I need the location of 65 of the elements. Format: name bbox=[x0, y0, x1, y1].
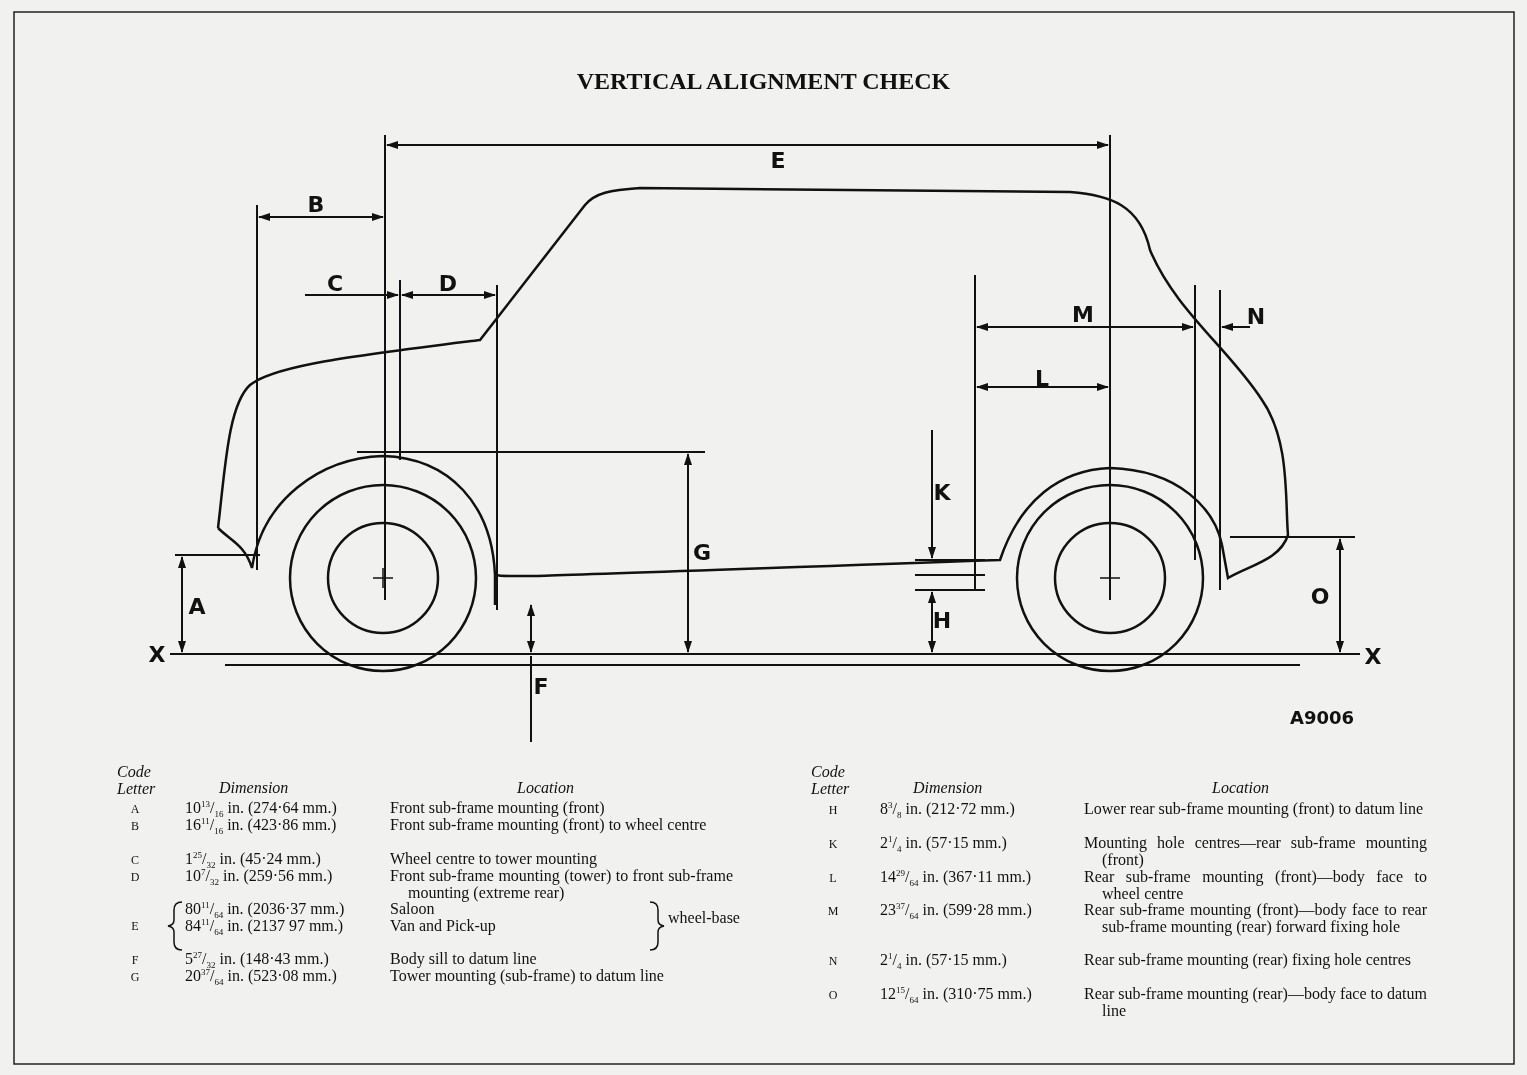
code-letter: C bbox=[131, 852, 139, 869]
location-text: Rear sub-frame mounting (front)—body face to wheel centre bbox=[1084, 868, 1427, 902]
dimension-label: X bbox=[1364, 647, 1382, 665]
dimension-value: 16$^{11}$/$_{16}$ in. (423·86 mm.) bbox=[185, 816, 337, 833]
location-text: Rear sub-frame mounting (rear)—body face to datum line bbox=[1084, 985, 1427, 1019]
dimension-label: D bbox=[438, 274, 458, 292]
location-text: Body sill to datum line bbox=[390, 950, 538, 967]
code-letter: D bbox=[130, 869, 140, 886]
dimension-label: C bbox=[326, 274, 344, 292]
code-letter: A bbox=[130, 801, 140, 818]
dimension-label: M bbox=[1072, 305, 1094, 323]
dimension-label: K bbox=[933, 483, 951, 501]
column-heading: Dimension bbox=[219, 779, 289, 796]
dimension-label: G bbox=[692, 543, 712, 561]
code-letter: N bbox=[828, 953, 838, 970]
code-letter: O bbox=[828, 987, 838, 1004]
dimension-value: 20$^{37}$/$_{64}$ in. (523·08 mm.) bbox=[185, 967, 337, 984]
dimension-value: 8$^{3}$/$_{8}$ in. (212·72 mm.) bbox=[880, 800, 1015, 817]
code-letter: G bbox=[130, 969, 140, 986]
dimension-value: 2$^{1}$/$_{4}$ in. (57·15 mm.) bbox=[880, 834, 1007, 851]
dimension-value: 10$^{13}$/$_{16}$ in. (274·64 mm.) bbox=[185, 799, 337, 816]
column-heading: Code Letter bbox=[811, 763, 851, 797]
dimension-value: 10$^{7}$/$_{32}$ in. (259·56 mm.) bbox=[185, 867, 333, 884]
location-text: Rear sub-frame mounting (front)—body face to rear sub-frame mounting (rear) forward fixing hole bbox=[1084, 901, 1427, 935]
dimension-label: N bbox=[1246, 307, 1266, 325]
code-letter: B bbox=[131, 818, 139, 835]
code-letter: E bbox=[131, 918, 139, 935]
code-letter: K bbox=[828, 836, 838, 853]
location-text: Van and Pick-up bbox=[390, 917, 497, 934]
column-heading: Location bbox=[517, 779, 574, 796]
title: VERTICAL ALIGNMENT CHECK bbox=[575, 68, 952, 95]
dimension-value: 5$^{27}$/$_{32}$ in. (148·43 mm.) bbox=[185, 950, 329, 967]
dimension-value: 1$^{25}$/$_{32}$ in. (45·24 mm.) bbox=[185, 850, 321, 867]
location-text: Front sub-frame mounting (front) to wheel centre bbox=[390, 816, 708, 833]
location-text: Saloon bbox=[390, 900, 435, 917]
dimension-value: 2$^{1}$/$_{4}$ in. (57·15 mm.) bbox=[880, 951, 1007, 968]
dimension-value: 84$^{11}$/$_{64}$ in. (2137 97 mm.) bbox=[185, 917, 344, 934]
dimension-value: 23$^{37}$/$_{64}$ in. (599·28 mm.) bbox=[880, 901, 1032, 918]
dimension-label: E bbox=[770, 151, 786, 169]
dimension-label: X bbox=[148, 645, 166, 663]
dimension-label: O bbox=[1310, 587, 1330, 605]
code-letter: L bbox=[829, 870, 837, 887]
column-heading: Dimension bbox=[913, 779, 983, 796]
code-letter: M bbox=[827, 903, 839, 920]
column-heading: Location bbox=[1212, 779, 1269, 796]
location-text: Wheel centre to tower mounting bbox=[390, 850, 599, 867]
dimension-value: 80$^{11}$/$_{64}$ in. (2036·37 mm.) bbox=[185, 900, 345, 917]
dimension-label: L bbox=[1035, 369, 1049, 387]
dimension-label: F bbox=[533, 677, 549, 695]
dimension-label: H bbox=[932, 611, 952, 629]
location-text: Tower mounting (sub-frame) to datum line bbox=[390, 967, 665, 984]
location-text: wheel-base bbox=[668, 909, 741, 926]
code-letter: H bbox=[828, 802, 838, 819]
code-letter: F bbox=[131, 952, 139, 969]
dimension-value: 12$^{15}$/$_{64}$ in. (310·75 mm.) bbox=[880, 985, 1032, 1002]
figure-number: A9006 bbox=[1290, 709, 1355, 726]
location-text: Rear sub-frame mounting (rear) fixing hole centres bbox=[1084, 951, 1412, 968]
dimension-label: B bbox=[307, 195, 325, 213]
location-text: Front sub-frame mounting (tower) to front sub-frame mounting (extreme rear) bbox=[390, 867, 733, 901]
column-heading: Code Letter bbox=[117, 763, 157, 797]
location-text: Mounting hole centres—rear sub-frame mounting (front) bbox=[1084, 834, 1427, 868]
location-text: Front sub-frame mounting (front) bbox=[390, 799, 606, 816]
dimension-value: 14$^{29}$/$_{64}$ in. (367·11 mm.) bbox=[880, 868, 1032, 885]
dimension-label: A bbox=[188, 597, 206, 615]
location-text: Lower rear sub-frame mounting (front) to datum line bbox=[1084, 800, 1424, 817]
